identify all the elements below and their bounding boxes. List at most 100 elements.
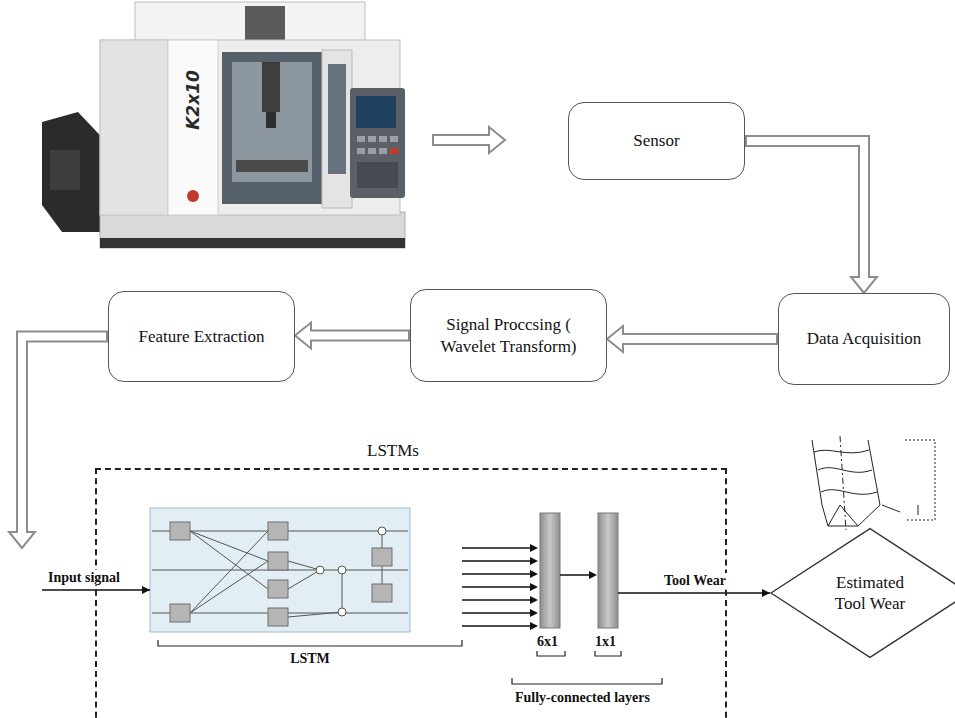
process-box: Data Acquisition: [778, 293, 950, 385]
hidden-state-arrows: [530, 609, 538, 617]
lstm-cell-art: [338, 566, 346, 574]
cnc-machine: [390, 136, 398, 142]
cnc-machine: [368, 136, 376, 142]
cnc-machine: [42, 2, 405, 248]
diamond-outline: [771, 529, 955, 658]
lstm-cell-art: [372, 584, 392, 602]
cnc-machine: [357, 162, 398, 188]
cnc-machine: [100, 212, 405, 248]
arrow-head: [142, 586, 150, 594]
hidden-state-arrows: [530, 570, 538, 578]
lstm-cell-art: [150, 508, 410, 632]
cnc-machine: [357, 136, 365, 142]
cnc-machine: [368, 148, 376, 154]
flow-arrow: [745, 141, 864, 277]
hidden-state-arrows: [462, 547, 531, 549]
end-mill-sketch: [840, 436, 846, 530]
lstm-cell-art: [372, 548, 392, 566]
process-box: Feature Extraction: [108, 291, 295, 382]
hidden-state-arrows: [530, 622, 538, 630]
cnc-machine: [100, 238, 405, 248]
end-mill-sketch: [818, 468, 872, 473]
cnc-machine: [266, 112, 276, 128]
cnc-machine: [262, 62, 280, 112]
cnc-machine: [390, 148, 398, 154]
dense-layer-bars: [540, 513, 560, 628]
lstm-cell-art: [190, 531, 268, 561]
edge-label: Tool Wear: [662, 573, 728, 588]
machine-model: K2x10: [184, 70, 203, 130]
hidden-state-arrows: [462, 573, 531, 575]
dense-layer-bars: [618, 592, 727, 594]
connector: [727, 589, 770, 597]
hidden-state-arrows: [530, 557, 538, 565]
cnc-machine: [379, 148, 387, 154]
node-label: Signal Proccsing ( Wavelet Transform): [423, 314, 594, 357]
cnc-machine: [357, 148, 365, 154]
bracket: [512, 678, 662, 684]
cnc-machine: [222, 52, 322, 204]
flow-arrow: [622, 335, 777, 343]
arrow-head: [762, 589, 770, 597]
connector: [745, 141, 877, 293]
cnc-machine: [100, 40, 168, 215]
lstm-cell-art: [170, 604, 190, 622]
cnc-machine: [245, 6, 285, 44]
cnc-machine: [322, 50, 352, 208]
end-mill-sketch: [882, 505, 900, 512]
hidden-state-arrows: [462, 625, 531, 627]
lstm-cell-art: [170, 522, 190, 540]
hidden-state-arrows: [530, 544, 538, 552]
end-mill-sketch: [905, 440, 935, 520]
lstm-cell-art: [268, 580, 288, 598]
lstm-cell-art: [316, 527, 386, 616]
lstm-cell-art: [288, 570, 320, 589]
flow-arrow: [22, 337, 106, 534]
layer-size: 1x1: [595, 634, 616, 649]
arrow-head: [9, 532, 35, 548]
cnc-machine: [356, 96, 396, 128]
end-mill-sketch: [812, 440, 880, 526]
bracket: [595, 651, 621, 656]
end-mill-sketch: [821, 490, 877, 495]
connector: [295, 323, 410, 349]
arrow-head: [851, 277, 877, 293]
hidden-state-arrows: [530, 583, 538, 591]
lstm-cell-art: [150, 508, 410, 632]
hidden-state-arrows: [462, 560, 531, 562]
lstm-cell-art: [378, 527, 386, 535]
lstm-cell-art: [288, 612, 342, 617]
dense-layer-bars: [598, 513, 618, 628]
arrow-head: [607, 326, 623, 352]
node-label: Feature Extraction: [138, 326, 264, 347]
cnc-machine: [236, 160, 308, 172]
dense-layer-bars: [589, 571, 597, 579]
bracket: [537, 651, 565, 656]
lstm-cell-art: [338, 608, 346, 616]
cnc-machine: [350, 88, 405, 198]
layer-caption: Fully-connected layers: [515, 690, 650, 705]
bracket: [158, 640, 662, 684]
flow-arrow: [310, 332, 409, 340]
group-frame: LSTMsLSTM: [95, 468, 727, 718]
hidden-state-arrows: [462, 586, 531, 588]
hidden-state-arrows: [462, 599, 531, 601]
lstm-cell-art: [342, 570, 343, 612]
flow-arrow: [432, 127, 505, 153]
hidden-state-arrows: [462, 612, 531, 614]
cnc-machine: [135, 2, 365, 44]
layer-size: 6x1: [537, 634, 558, 649]
end-mill-sketch: [828, 505, 858, 526]
lstm-cell-art: [170, 522, 392, 626]
lstm-cell-art: [190, 561, 268, 613]
dense-layer-bars: [560, 574, 590, 576]
process-box: Signal Proccsing ( Wavelet Transform): [410, 289, 607, 382]
node-label: LSTM: [290, 650, 330, 668]
cnc-machine: [328, 64, 346, 174]
lstm-cell-art: [190, 531, 268, 589]
lstm-cell-art: [190, 531, 268, 613]
end-mill-sketch: [918, 505, 919, 515]
flow-arrow: [489, 127, 505, 153]
hidden-state-arrows: [462, 544, 538, 630]
